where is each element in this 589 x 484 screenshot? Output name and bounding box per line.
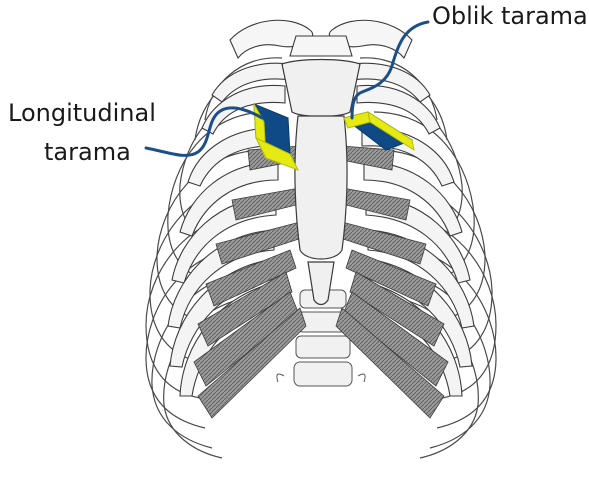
longitudinal-scan-label-line1: Longitudinal [8, 98, 156, 128]
oblique-scan-label: Oblik tarama [432, 1, 588, 31]
clavicles [230, 20, 412, 58]
longitudinal-scan-label-line2: tarama [44, 137, 131, 167]
